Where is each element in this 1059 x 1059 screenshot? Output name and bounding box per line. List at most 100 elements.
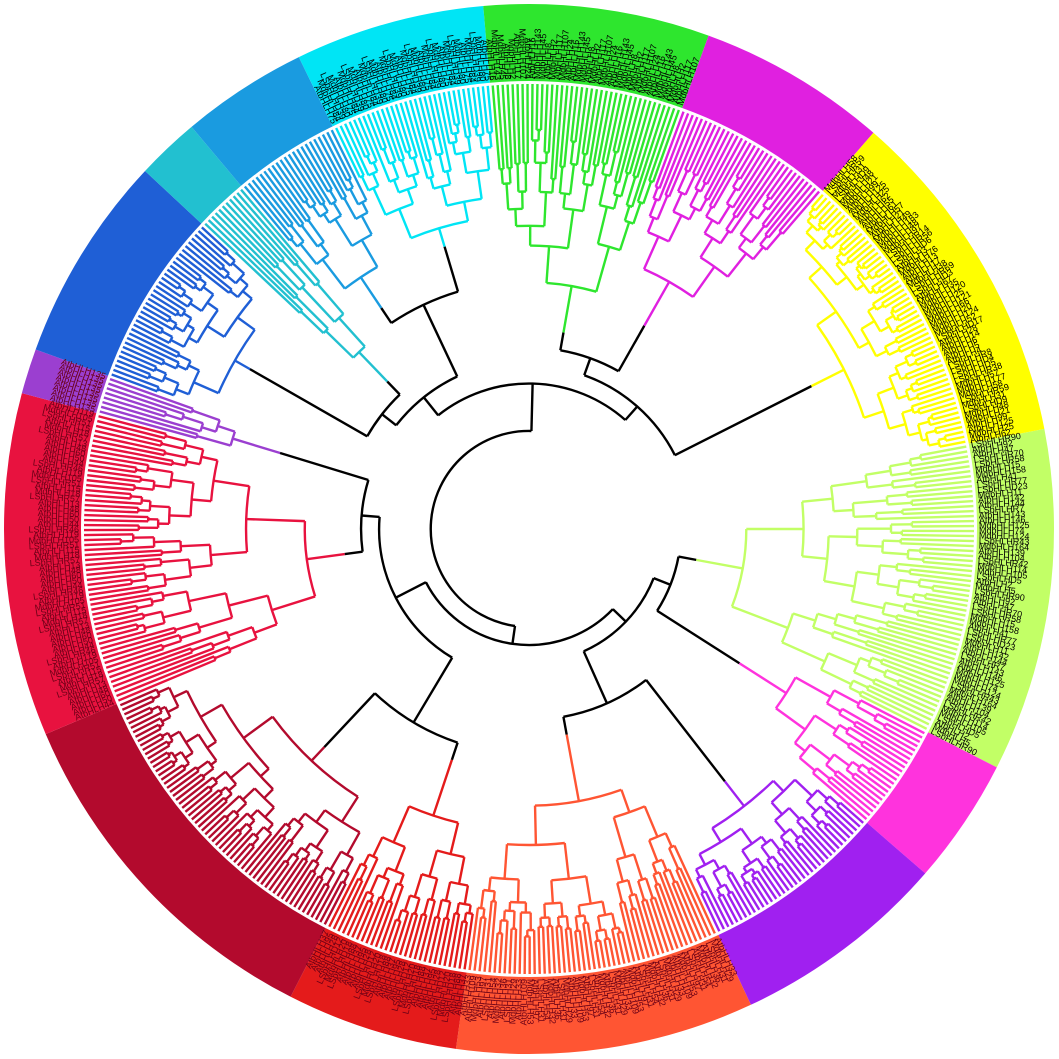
internal-branch xyxy=(314,850,324,863)
internal-branch xyxy=(694,868,701,878)
leaf-label: LSbHLHD5 xyxy=(976,571,1022,586)
clade-arc xyxy=(700,890,707,895)
clade-arc xyxy=(388,160,396,165)
leaf-label: AtbHLH50 xyxy=(37,513,79,524)
internal-branch xyxy=(299,243,318,265)
clade-arc xyxy=(223,298,253,338)
leaf-branch xyxy=(805,826,833,857)
internal-branch xyxy=(295,263,317,287)
internal-branch xyxy=(550,880,555,904)
clade-arc xyxy=(224,786,233,795)
internal-branch xyxy=(603,929,609,940)
clade-arc xyxy=(764,233,770,239)
leaf-branch xyxy=(84,508,139,514)
leaf-branch xyxy=(664,116,699,196)
leaf-branch xyxy=(222,831,243,853)
leaf-branch xyxy=(872,681,936,712)
leaf-branch xyxy=(221,205,280,266)
internal-branch xyxy=(833,630,867,644)
clade-arc xyxy=(597,912,613,918)
clade-arc xyxy=(811,767,818,774)
leaf-branch xyxy=(394,104,412,152)
internal-branch xyxy=(505,183,510,210)
leaf-branch xyxy=(511,84,517,165)
internal-branch xyxy=(397,909,403,921)
leaf-branch xyxy=(90,591,163,606)
leaf-branch xyxy=(859,694,928,730)
leaf-branch xyxy=(931,406,958,417)
internal-branch xyxy=(462,201,470,222)
clade-arc xyxy=(818,219,824,225)
internal-branch xyxy=(741,849,752,864)
backbone-branch xyxy=(562,716,568,735)
internal-branch xyxy=(563,842,571,879)
internal-branch xyxy=(311,205,321,218)
leaf-branch xyxy=(384,919,398,951)
leaf-branch xyxy=(901,533,974,538)
leaf-branch xyxy=(109,377,194,410)
internal-branch xyxy=(427,160,435,178)
clade-arc xyxy=(218,789,223,795)
clade-arc xyxy=(196,309,219,344)
clade-arc xyxy=(245,822,253,830)
clade-arc xyxy=(829,486,835,512)
leaf-branch xyxy=(822,210,842,231)
leaf-branch xyxy=(911,499,974,507)
internal-branch xyxy=(856,570,879,576)
internal-branch xyxy=(698,853,707,866)
internal-branch xyxy=(162,609,192,619)
clade-arc xyxy=(294,294,299,300)
clade-arc xyxy=(490,876,519,881)
internal-branch xyxy=(446,170,452,185)
internal-branch xyxy=(871,656,883,663)
clade-arc xyxy=(296,240,305,248)
internal-branch xyxy=(412,157,420,174)
leaf-label: MdbHLH18 xyxy=(34,550,80,563)
internal-branch xyxy=(264,806,275,819)
leaf-branch xyxy=(858,628,955,661)
backbone-branch xyxy=(559,332,565,351)
internal-branch xyxy=(856,544,883,548)
leaf-branch xyxy=(707,137,744,201)
leaf-label: LSbHLHR51 xyxy=(30,474,81,489)
clade-arc xyxy=(446,197,482,207)
clade-arc xyxy=(319,210,329,218)
internal-branch xyxy=(648,839,659,863)
leaf-branch xyxy=(357,117,378,162)
leaf-branch xyxy=(380,108,402,162)
clade-arc xyxy=(142,624,147,632)
clade-arc xyxy=(298,309,304,314)
clade-arc xyxy=(902,603,907,611)
internal-branch xyxy=(612,181,619,195)
leaf-branch xyxy=(121,695,153,711)
clade-arc xyxy=(224,814,230,820)
internal-branch xyxy=(595,246,611,293)
leaf-branch xyxy=(902,504,974,511)
leaf-branch xyxy=(403,914,419,957)
internal-branch xyxy=(150,705,160,711)
leaf-branch xyxy=(849,244,873,264)
clade-arc xyxy=(883,346,890,356)
clade-arc xyxy=(655,185,660,190)
internal-branch xyxy=(135,468,148,473)
internal-branch xyxy=(147,467,173,474)
internal-branch xyxy=(150,504,170,509)
leaf-branch xyxy=(883,292,908,309)
clade-arc xyxy=(851,772,856,778)
internal-branch xyxy=(699,182,707,193)
clade-arc xyxy=(684,168,690,173)
leaf-branch xyxy=(181,248,233,291)
clade-magenta-2 xyxy=(738,662,925,820)
internal-branch xyxy=(820,668,852,686)
internal-branch xyxy=(319,866,328,879)
leaf-branch xyxy=(288,869,313,906)
internal-branch xyxy=(361,201,369,214)
internal-branch xyxy=(428,850,439,877)
internal-branch xyxy=(620,172,629,197)
clade-arc xyxy=(824,810,830,816)
clade-arc xyxy=(801,501,805,557)
internal-branch xyxy=(241,290,253,300)
leaf-branch xyxy=(780,862,798,886)
internal-branch xyxy=(214,770,227,781)
internal-branch xyxy=(161,731,169,738)
